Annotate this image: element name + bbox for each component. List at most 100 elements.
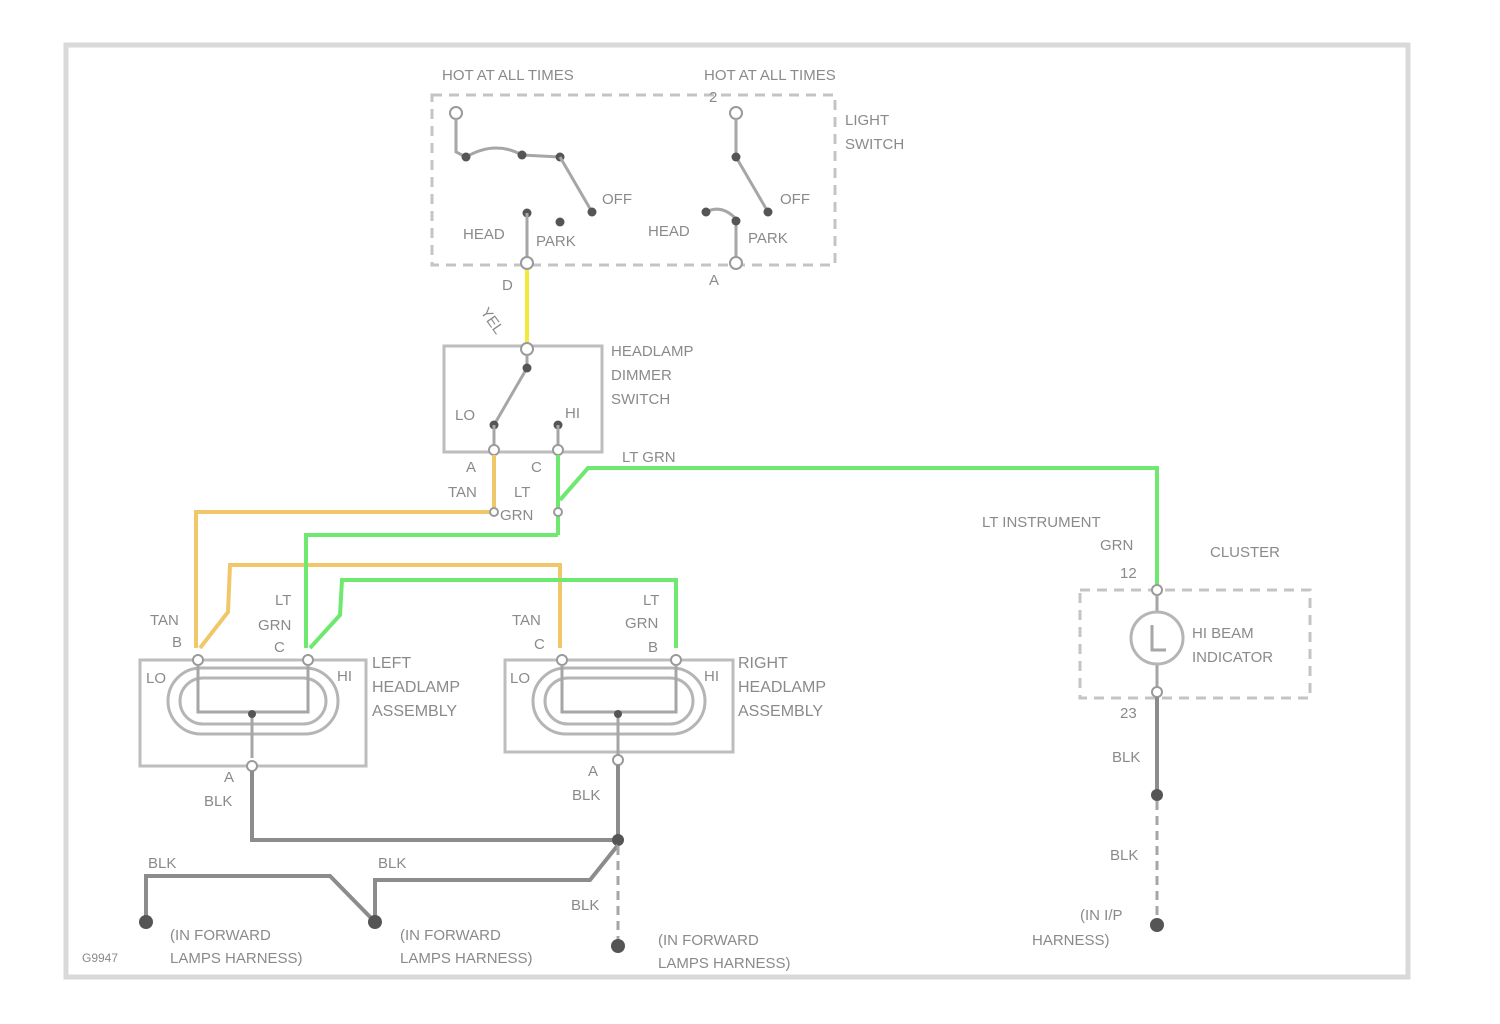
terminal-left-b	[193, 655, 203, 665]
cluster-outline	[1080, 590, 1310, 698]
label-hi-beam-2: INDICATOR	[1192, 649, 1273, 666]
dimmer-switch-outline	[444, 346, 602, 452]
label-pin-left-b: B	[172, 634, 182, 651]
wire-lt-grn-right-hl	[310, 580, 676, 648]
label-blk-g1: BLK	[148, 855, 176, 872]
label-light-switch-1: LIGHT	[845, 112, 889, 129]
ls-contact-off-1	[588, 208, 597, 217]
label-pin-a-ls: A	[709, 272, 719, 289]
label-hi-left: HI	[337, 668, 352, 685]
label-tan-dimmer: TAN	[448, 484, 477, 501]
wire-lt-grn-left-hl	[306, 535, 558, 648]
label-blk-cluster-2: BLK	[1110, 847, 1138, 864]
wire-blk-ground-1	[146, 876, 375, 922]
splice-dimmer-tan	[490, 508, 498, 516]
terminal-left-c	[303, 655, 313, 665]
right-headlamp-common	[614, 710, 622, 718]
left-headlamp-assembly: TAN B LT GRN C LO HI LEFT HEADLAMP ASSEM…	[140, 592, 460, 810]
terminal-cluster-23	[1152, 687, 1162, 697]
label-hot-at-all-times-1: HOT AT ALL TIMES	[442, 67, 574, 84]
terminal-dimmer-c	[553, 445, 563, 455]
label-hot-at-all-times-2: HOT AT ALL TIMES	[704, 67, 836, 84]
label-left-hl-2: HEADLAMP	[372, 679, 460, 696]
label-dimmer-3: SWITCH	[611, 391, 670, 408]
label-head-1: HEAD	[463, 226, 505, 243]
dimmer-blade	[494, 355, 527, 425]
label-g3-2: LAMPS HARNESS)	[658, 955, 791, 972]
label-dimmer-pin-c: C	[531, 459, 542, 476]
label-pin-23: 23	[1120, 705, 1137, 722]
label-lt-left: LT	[275, 592, 291, 609]
label-pin-right-a: A	[588, 763, 598, 780]
label-blk-g2: BLK	[378, 855, 406, 872]
terminal-left-a	[247, 761, 257, 771]
label-hi-right: HI	[704, 668, 719, 685]
label-wire-yel: YEL	[477, 305, 507, 338]
label-g2-2: LAMPS HARNESS)	[400, 950, 533, 967]
label-lt-instrument: LT INSTRUMENT	[982, 514, 1101, 531]
label-grn-left: GRN	[258, 617, 291, 634]
label-lo-right: LO	[510, 670, 530, 687]
ls-left-pole	[456, 119, 560, 157]
label-g1-1: (IN FORWARD	[170, 927, 271, 944]
label-tan-right: TAN	[512, 612, 541, 629]
ls-contact-4	[732, 153, 741, 162]
splice-ground	[612, 834, 624, 846]
ground-g1	[139, 915, 153, 929]
label-pin-d: D	[502, 277, 513, 294]
label-right-hl-2: HEADLAMP	[738, 679, 826, 696]
label-dimmer-1: HEADLAMP	[611, 343, 694, 360]
label-blk-left: BLK	[204, 793, 232, 810]
ls-left-blade	[560, 157, 592, 212]
label-figure-id: G9947	[82, 951, 118, 965]
label-dimmer-hi: HI	[565, 405, 580, 422]
label-blk-right: BLK	[572, 787, 600, 804]
hi-beam-indicator-bulb	[1131, 612, 1183, 664]
terminal-cluster-12	[1152, 585, 1162, 595]
wire-blk-left-ground	[252, 771, 618, 840]
label-lt-dimmer: LT	[514, 484, 530, 501]
label-ip-1: (IN I/P	[1080, 907, 1123, 924]
label-g3-1: (IN FORWARD	[658, 932, 759, 949]
label-left-hl-1: LEFT	[372, 655, 411, 672]
terminal-ls-right-top	[730, 107, 742, 119]
ls-right-pole	[736, 119, 768, 212]
ground-g2	[368, 915, 382, 929]
label-dimmer-lo: LO	[455, 407, 475, 424]
ls-contact-park-2	[732, 217, 741, 226]
label-right-hl-3: ASSEMBLY	[738, 703, 823, 720]
label-pin-left-c: C	[274, 639, 285, 656]
ground-ip	[1150, 918, 1164, 932]
label-dimmer-2: DIMMER	[611, 367, 672, 384]
hi-beam-filament	[1152, 625, 1166, 650]
ls-contact-off-2	[764, 208, 773, 217]
terminal-right-c	[557, 655, 567, 665]
label-park-1: PARK	[536, 233, 576, 250]
label-left-hl-3: ASSEMBLY	[372, 703, 457, 720]
label-blk-g3: BLK	[571, 897, 599, 914]
wire-tan-right-hl	[200, 565, 560, 648]
label-dimmer-pin-a: A	[466, 459, 476, 476]
terminal-right-b	[671, 655, 681, 665]
splice-dimmer-grn	[554, 508, 562, 516]
label-grn-dimmer: GRN	[500, 507, 533, 524]
terminal-right-a	[613, 755, 623, 765]
label-lo-left: LO	[146, 670, 166, 687]
ls-contact-1	[462, 153, 471, 162]
label-hi-beam-1: HI BEAM	[1192, 625, 1254, 642]
label-park-2: PARK	[748, 230, 788, 247]
label-right-hl-1: RIGHT	[738, 655, 788, 672]
terminal-dimmer-top	[521, 343, 533, 355]
ls-contact-head-2	[702, 208, 711, 217]
ls-contact-park-1	[556, 218, 565, 227]
ls-contact-2	[518, 151, 527, 160]
terminal-ls-left-top	[450, 107, 462, 119]
label-lt-grn-top: LT GRN	[622, 449, 676, 466]
label-pin-left-a: A	[224, 769, 234, 786]
terminal-ls-d	[521, 257, 533, 269]
label-pin-right-b: B	[648, 639, 658, 656]
label-pin-2: 2	[709, 89, 717, 106]
label-g1-2: LAMPS HARNESS)	[170, 950, 303, 967]
label-ip-2: HARNESS)	[1032, 932, 1110, 949]
